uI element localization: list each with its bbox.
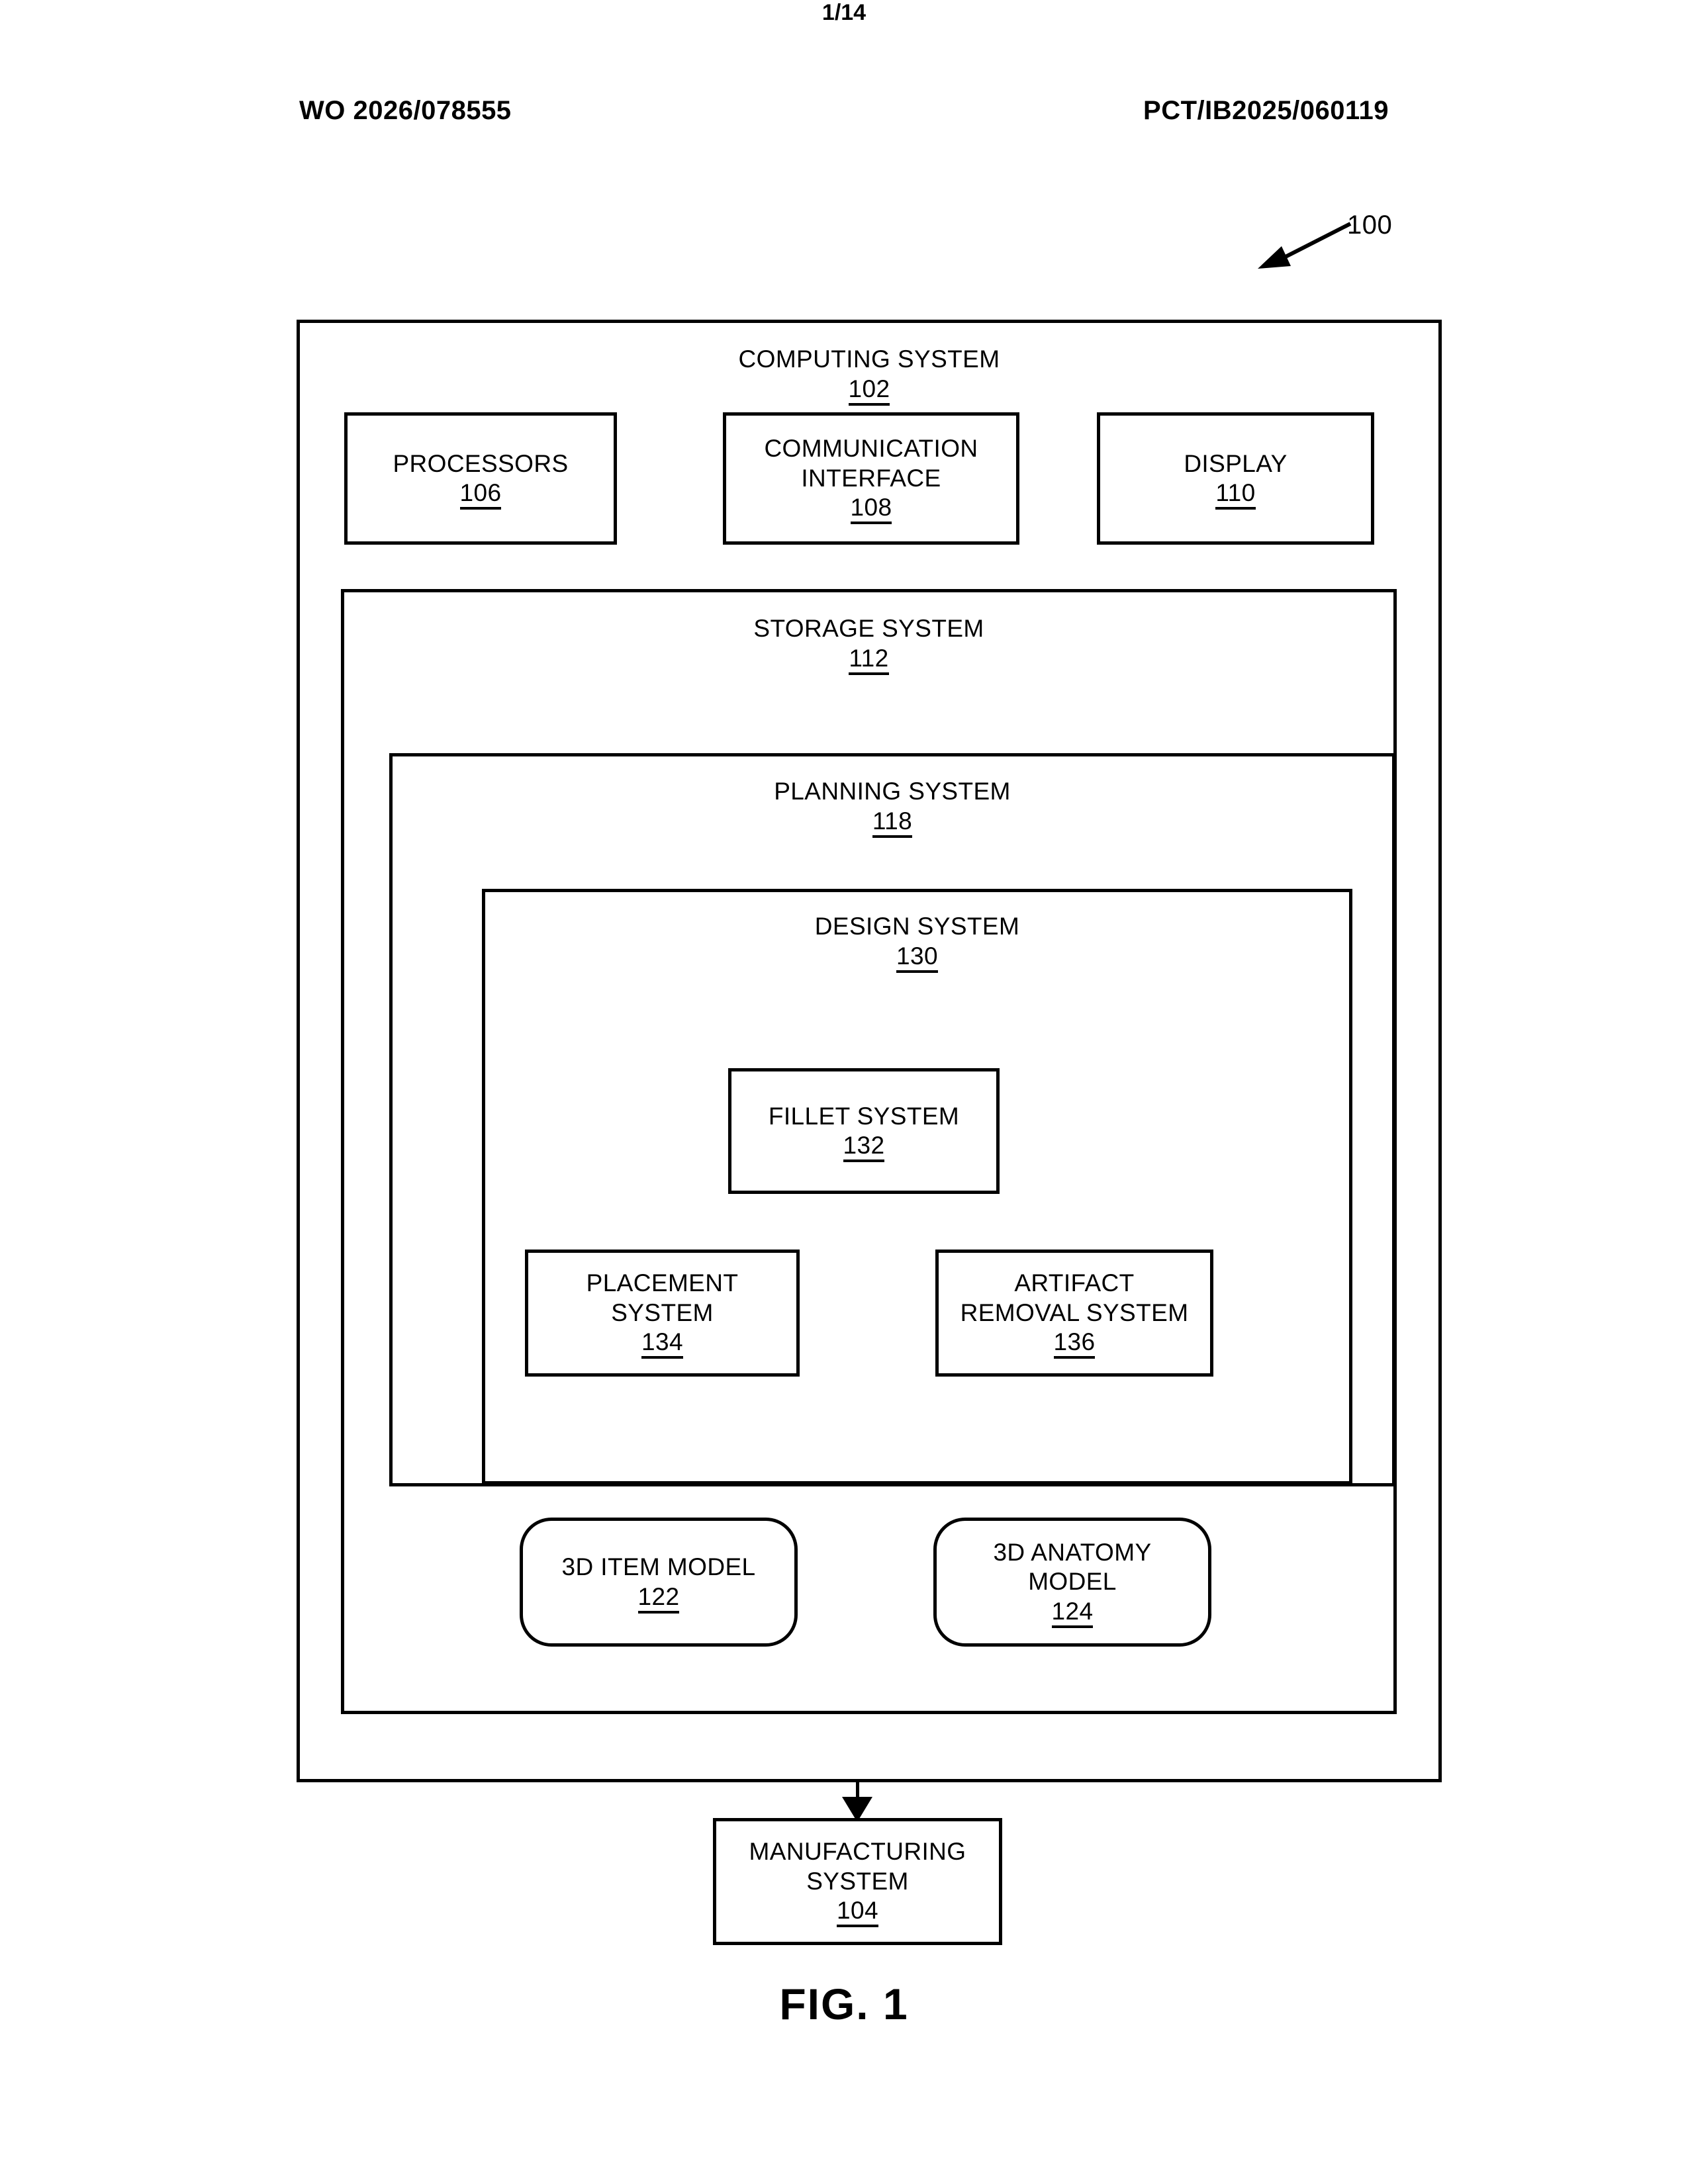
communication-interface-number: 108 — [850, 493, 892, 525]
manufacturing-system-title-line2: SYSTEM — [806, 1867, 909, 1895]
communication-interface-label: COMMUNICATION INTERFACE 108 — [726, 416, 1016, 541]
display-box: DISPLAY 110 — [1097, 412, 1374, 545]
3d-item-model-number: 122 — [637, 1582, 680, 1614]
manufacturing-system-box: MANUFACTURING SYSTEM 104 — [713, 1818, 1002, 1945]
communication-interface-title-line2: INTERFACE — [801, 464, 941, 492]
artifact-removal-system-title-line2: REMOVAL SYSTEM — [960, 1298, 1189, 1326]
placement-system-number: 134 — [641, 1328, 683, 1359]
design-system-title: DESIGN SYSTEM — [814, 913, 1020, 940]
manufacturing-system-number: 104 — [837, 1896, 878, 1928]
fillet-system-number: 132 — [843, 1131, 885, 1162]
connector-arrow-head-icon — [842, 1797, 872, 1822]
manufacturing-system-title-line1: MANUFACTURING — [749, 1838, 966, 1866]
communication-interface-title-line1: COMMUNICATION — [764, 435, 978, 463]
storage-system-number: 112 — [344, 643, 1393, 676]
display-number: 110 — [1215, 478, 1256, 510]
artifact-removal-system-number: 136 — [1053, 1328, 1096, 1359]
3d-anatomy-model-box: 3D ANATOMY MODEL 124 — [933, 1518, 1211, 1647]
3d-anatomy-model-title-line2: MODEL — [1028, 1568, 1117, 1596]
3d-item-model-label: 3D ITEM MODEL 122 — [523, 1521, 794, 1643]
artifact-removal-system-label: ARTIFACT REMOVAL SYSTEM 136 — [939, 1253, 1210, 1373]
design-system-number: 130 — [485, 941, 1349, 974]
3d-anatomy-model-title-line1: 3D ANATOMY — [993, 1538, 1152, 1566]
computing-system-number: 102 — [300, 374, 1438, 406]
processors-title: PROCESSORS — [393, 449, 569, 477]
artifact-removal-system-title-line1: ARTIFACT — [1014, 1269, 1135, 1297]
computing-system-label: COMPUTING SYSTEM 102 — [300, 344, 1438, 406]
fillet-system-label: FILLET SYSTEM 132 — [731, 1071, 996, 1191]
reference-numeral-100: 100 — [1347, 210, 1393, 240]
placement-system-title-line2: SYSTEM — [611, 1298, 714, 1326]
display-label: DISPLAY 110 — [1100, 416, 1371, 541]
3d-item-model-box: 3D ITEM MODEL 122 — [520, 1518, 798, 1647]
placement-system-box: PLACEMENT SYSTEM 134 — [525, 1250, 800, 1377]
planning-system-title: PLANNING SYSTEM — [774, 778, 1011, 805]
planning-system-number: 118 — [393, 806, 1392, 839]
display-title: DISPLAY — [1184, 449, 1288, 477]
publication-number: WO 2026/078555 — [299, 96, 512, 125]
sheet-number: 1/14 — [821, 0, 867, 25]
placement-system-label: PLACEMENT SYSTEM 134 — [528, 1253, 796, 1373]
3d-anatomy-model-label: 3D ANATOMY MODEL 124 — [937, 1521, 1208, 1643]
connector-arrow-shaft-icon — [856, 1782, 859, 1804]
processors-number: 106 — [459, 478, 502, 510]
processors-label: PROCESSORS 106 — [348, 416, 614, 541]
planning-system-label: PLANNING SYSTEM 118 — [393, 776, 1392, 839]
reference-leader-line-icon — [1258, 222, 1352, 269]
storage-system-label: STORAGE SYSTEM 112 — [344, 614, 1393, 676]
placement-system-title-line1: PLACEMENT — [586, 1269, 739, 1297]
processors-box: PROCESSORS 106 — [344, 412, 617, 545]
manufacturing-system-label: MANUFACTURING SYSTEM 104 — [716, 1821, 999, 1942]
communication-interface-box: COMMUNICATION INTERFACE 108 — [723, 412, 1019, 545]
figure-caption: FIG. 1 — [779, 1979, 909, 2028]
artifact-removal-system-box: ARTIFACT REMOVAL SYSTEM 136 — [935, 1250, 1213, 1377]
3d-item-model-title: 3D ITEM MODEL — [561, 1553, 756, 1581]
3d-anatomy-model-number: 124 — [1051, 1597, 1094, 1628]
storage-system-title: STORAGE SYSTEM — [753, 615, 984, 642]
application-number: PCT/IB2025/060119 — [1143, 96, 1389, 125]
computing-system-title: COMPUTING SYSTEM — [738, 345, 1000, 373]
fillet-system-box: FILLET SYSTEM 132 — [728, 1068, 1000, 1194]
fillet-system-title: FILLET SYSTEM — [768, 1102, 960, 1130]
design-system-label: DESIGN SYSTEM 130 — [485, 911, 1349, 974]
